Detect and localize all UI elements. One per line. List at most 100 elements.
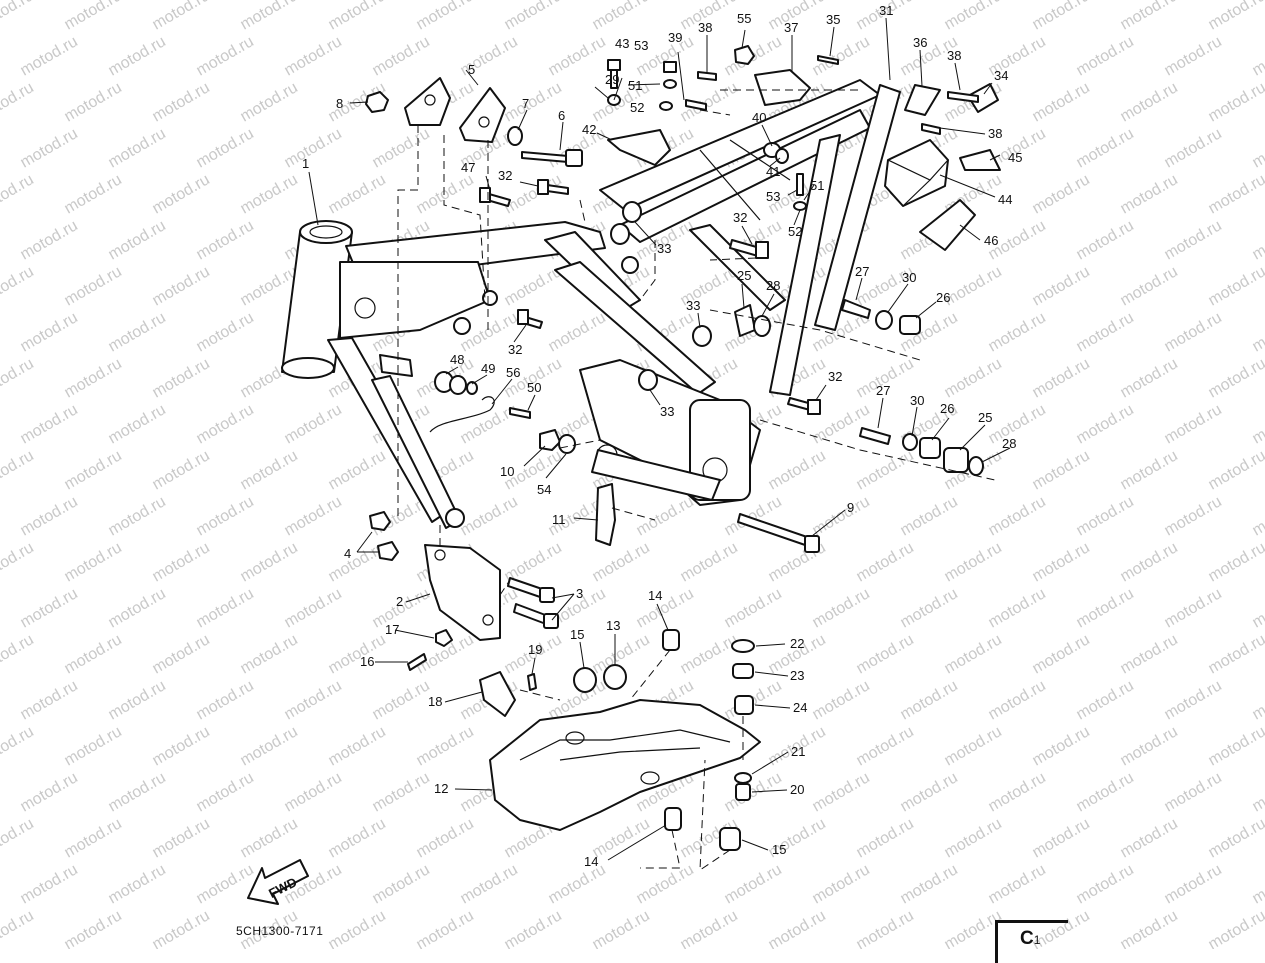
callout-24: 24 — [793, 700, 807, 715]
watermark-text: motod.ru — [1162, 493, 1225, 539]
watermark-text: motod.ru — [634, 585, 697, 631]
watermark-text: motod.ru — [1074, 125, 1137, 171]
watermark-text: motod.ru — [1206, 171, 1265, 217]
watermark-text: motod.ru — [1118, 355, 1181, 401]
watermark-text: motod.ru — [238, 815, 301, 861]
watermark-text: motod.ru — [150, 79, 213, 125]
watermark-text: motod.ru — [986, 769, 1049, 815]
watermark-text: motod.ru — [0, 79, 37, 125]
watermark-text: motod.ru — [1030, 171, 1093, 217]
watermark-text: motod.ru — [986, 493, 1049, 539]
watermark-text: motod.ru — [18, 585, 81, 631]
watermark-text: motod.ru — [942, 0, 1005, 33]
watermark-text: motod.ru — [986, 309, 1049, 355]
callout-26b: 26 — [940, 401, 954, 416]
watermark-text: motod.ru — [1206, 539, 1265, 585]
engine-plate-2 — [425, 545, 500, 640]
callout-27a: 27 — [855, 264, 869, 279]
watermark-text: motod.ru — [150, 263, 213, 309]
callout-38a: 38 — [698, 20, 712, 35]
watermark-text: motod.ru — [414, 907, 477, 949]
callout-39: 39 — [668, 30, 682, 45]
watermark-text: motod.ru — [238, 0, 301, 33]
watermark-text: motod.ru — [282, 677, 345, 723]
watermark-text: motod.ru — [194, 769, 257, 815]
watermark-text: motod.ru — [502, 79, 565, 125]
callout-46: 46 — [984, 233, 998, 248]
watermark-text: motod.ru — [106, 217, 169, 263]
watermark-text: motod.ru — [0, 723, 37, 769]
watermark-text: motod.ru — [1074, 769, 1137, 815]
callout-50: 50 — [527, 380, 541, 395]
watermark-text: motod.ru — [62, 0, 125, 33]
callout-53a: 53 — [634, 38, 648, 53]
callout-16: 16 — [360, 654, 374, 669]
watermark-text: motod.ru — [414, 815, 477, 861]
page-index-label: C1 — [1020, 928, 1040, 950]
watermark-text: motod.ru — [1206, 723, 1265, 769]
watermark-text: motod.ru — [854, 815, 917, 861]
watermark-text: motod.ru — [370, 33, 433, 79]
watermark-text: motod.ru — [1162, 769, 1225, 815]
callout-42: 42 — [582, 122, 596, 137]
watermark-text: motod.ru — [1250, 217, 1265, 263]
callout-28a: 28 — [766, 278, 780, 293]
watermark-text: motod.ru — [62, 355, 125, 401]
watermark-text: motod.ru — [18, 401, 81, 447]
watermark-text: motod.ru — [1206, 447, 1265, 493]
watermark-text: motod.ru — [590, 907, 653, 949]
page-letter: C — [1020, 928, 1034, 949]
callout-36: 36 — [913, 35, 927, 50]
watermark-text: motod.ru — [942, 263, 1005, 309]
watermark-text: motod.ru — [898, 585, 961, 631]
watermark-text: motod.ru — [1250, 125, 1265, 171]
bracket-11 — [596, 484, 615, 545]
watermark-text: motod.ru — [282, 401, 345, 447]
watermark-text: motod.ru — [18, 33, 81, 79]
watermark-text: motod.ru — [0, 539, 37, 585]
watermark-text: motod.ru — [18, 861, 81, 907]
watermark-text: motod.ru — [0, 355, 37, 401]
watermark-text: motod.ru — [810, 677, 873, 723]
watermark-text: motod.ru — [1206, 355, 1265, 401]
watermark-text: motod.ru — [722, 861, 785, 907]
watermark-text: motod.ru — [150, 539, 213, 585]
callout-52a: 52 — [630, 100, 644, 115]
callout-38b: 38 — [947, 48, 961, 63]
callout-10: 10 — [500, 464, 514, 479]
watermark-text: motod.ru — [1118, 263, 1181, 309]
watermark-text: motod.ru — [194, 677, 257, 723]
watermark-text: motod.ru — [458, 493, 521, 539]
watermark-text: motod.ru — [194, 585, 257, 631]
watermark-text: motod.ru — [1118, 79, 1181, 125]
watermark-text: motod.ru — [810, 493, 873, 539]
watermark-text: motod.ru — [106, 493, 169, 539]
callout-34: 34 — [994, 68, 1008, 83]
watermark-text: motod.ru — [370, 769, 433, 815]
watermark-text: motod.ru — [18, 493, 81, 539]
callout-33a: 33 — [657, 241, 671, 256]
watermark-text: motod.ru — [282, 493, 345, 539]
watermark-text: motod.ru — [1250, 309, 1265, 355]
callout-54: 54 — [537, 482, 551, 497]
watermark-text: motod.ru — [282, 33, 345, 79]
watermark-text: motod.ru — [1074, 493, 1137, 539]
watermark-text: motod.ru — [898, 769, 961, 815]
callout-32d: 32 — [828, 369, 842, 384]
watermark-text: motod.ru — [502, 907, 565, 949]
watermark-text: motod.ru — [1162, 401, 1225, 447]
watermark-text: motod.ru — [0, 171, 37, 217]
watermark-text: motod.ru — [238, 631, 301, 677]
bolt-9 — [738, 514, 810, 546]
watermark-text: motod.ru — [766, 447, 829, 493]
watermark-text: motod.ru — [414, 0, 477, 33]
watermark-text: motod.ru — [62, 171, 125, 217]
watermark-text: motod.ru — [194, 33, 257, 79]
watermark-text: motod.ru — [282, 769, 345, 815]
watermark-text: motod.ru — [766, 907, 829, 949]
watermark-text: motod.ru — [62, 447, 125, 493]
watermark-text: motod.ru — [678, 907, 741, 949]
watermark-text: motod.ru — [1030, 79, 1093, 125]
callout-30a: 30 — [902, 270, 916, 285]
watermark-text: motod.ru — [326, 723, 389, 769]
